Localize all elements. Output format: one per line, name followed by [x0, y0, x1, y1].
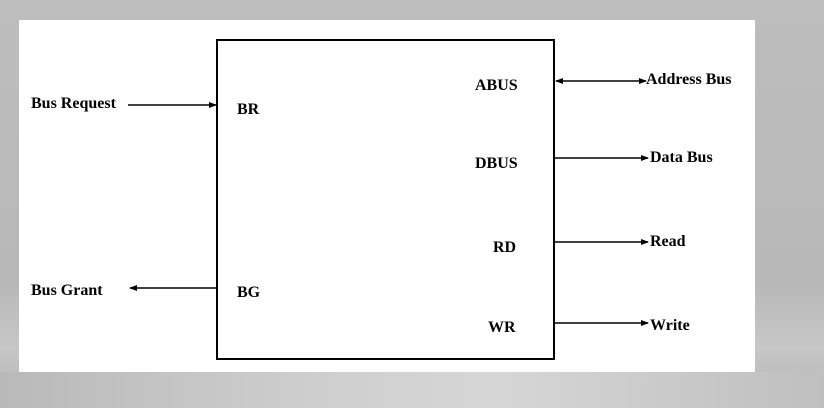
- bus-grant-label: Bus Grant: [31, 282, 103, 299]
- pin-wr-label: WR: [488, 319, 516, 336]
- controller-block: [216, 39, 555, 360]
- write-label: Write: [650, 317, 690, 334]
- background-band: [0, 372, 824, 408]
- pin-dbus-label: DBUS: [475, 155, 518, 172]
- pin-bg-label: BG: [237, 284, 261, 301]
- address-bus-label: Address Bus: [646, 71, 732, 88]
- pin-abus-label: ABUS: [475, 77, 518, 94]
- read-label: Read: [650, 233, 686, 250]
- pin-rd-label: RD: [493, 239, 517, 256]
- pin-br-label: BR: [237, 101, 260, 118]
- data-bus-label: Data Bus: [650, 149, 713, 166]
- bus-request-label: Bus Request: [31, 95, 116, 112]
